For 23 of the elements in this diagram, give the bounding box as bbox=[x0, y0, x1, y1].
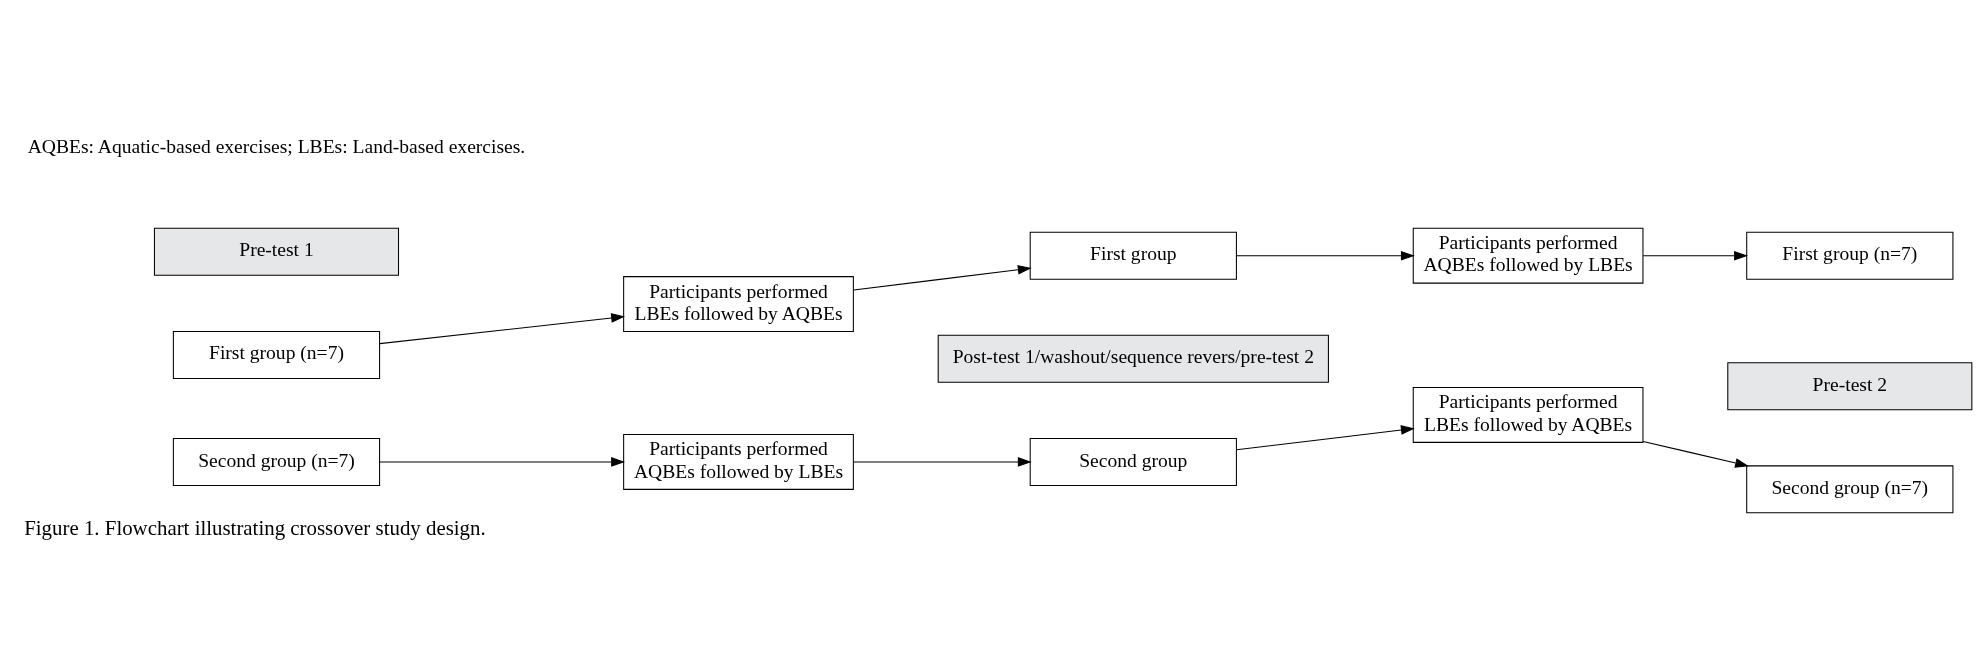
arrow bbox=[379, 457, 625, 467]
node-box: Second group (n=7) bbox=[1746, 465, 1954, 514]
node-box: First group bbox=[1029, 231, 1237, 280]
node-box: First group (n=7) bbox=[172, 330, 381, 379]
node-box: Post-test 1/washout/sequence revers/pre-test 2 bbox=[937, 334, 1329, 383]
node-box: Participants performed AQBEs followed by LBEs bbox=[1412, 227, 1644, 284]
arrow bbox=[379, 313, 625, 345]
arrow bbox=[853, 264, 1032, 291]
arrow bbox=[1236, 250, 1415, 261]
node-box: Second group bbox=[1029, 437, 1237, 486]
node-box: Participants performed AQBEs followed by LBEs bbox=[623, 434, 854, 490]
node-box: Participants performed LBEs followed by AQBEs bbox=[623, 276, 854, 332]
arrow bbox=[853, 457, 1032, 467]
caption: Figure 1. Flowchart illustrating crossover study design. bbox=[24, 515, 486, 540]
arrow bbox=[1236, 425, 1415, 451]
node-box: First group (n=7) bbox=[1746, 231, 1954, 280]
node-box: Second group (n=7) bbox=[172, 437, 381, 486]
arrow bbox=[1642, 441, 1749, 468]
node-box: Participants performed LBEs followed by AQBEs bbox=[1412, 387, 1644, 443]
node-box: Pre-test 1 bbox=[153, 227, 400, 276]
node-box: Pre-test 2 bbox=[1727, 362, 1973, 411]
arrow bbox=[1642, 250, 1748, 261]
label: AQBEs: Aquatic-based exercises; LBEs: Land-based exercises. bbox=[27, 136, 526, 158]
